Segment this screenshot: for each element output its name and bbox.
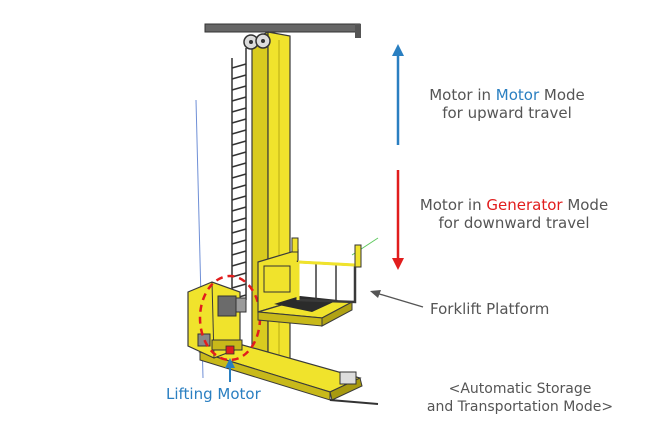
lifting-motor-pointer xyxy=(225,358,235,382)
mode-caption: <Automatic Storage and Transportation Mo… xyxy=(420,380,620,416)
generator-mode-line1: Motor in Generator Mode xyxy=(419,196,609,214)
mode-caption-line2: and Transportation Mode> xyxy=(426,399,614,415)
mode-caption-line1: <Automatic Storage xyxy=(448,381,592,397)
forklift-platform-label: Forklift Platform xyxy=(430,300,550,318)
down-arrow xyxy=(392,170,404,270)
motor-mode-line2: for upward travel xyxy=(442,104,572,122)
motor-body xyxy=(217,295,237,317)
generator-mode-label: Motor in Generator Mode for downward tra… xyxy=(404,196,624,232)
motor-mode-label: Motor in Motor Mode for upward travel xyxy=(412,86,602,122)
top-rail-end xyxy=(355,24,361,38)
ladder xyxy=(231,48,247,300)
generator-highlight-text: Generator xyxy=(486,196,563,214)
top-rail xyxy=(204,23,361,33)
motor-highlight-text: Motor xyxy=(495,86,540,104)
forklift-pointer xyxy=(370,290,424,308)
forklift-platform-art xyxy=(257,237,362,327)
motor-mode-line1: Motor in Motor Mode xyxy=(429,86,585,104)
ground-rail xyxy=(329,399,379,405)
lifting-motor-label: Lifting Motor xyxy=(166,385,261,403)
generator-mode-line2: for downward travel xyxy=(438,214,590,232)
up-arrow xyxy=(392,44,404,145)
